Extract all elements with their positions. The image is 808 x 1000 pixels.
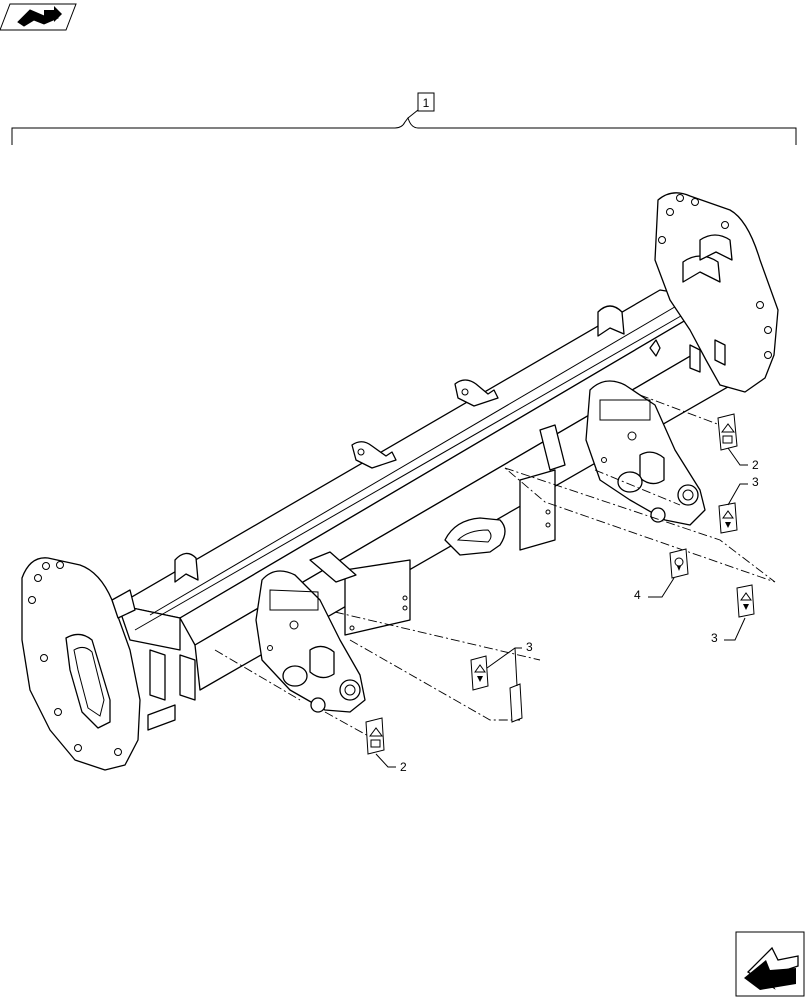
leader-lines (214, 394, 776, 739)
center-hitch (309, 424, 566, 636)
callout-3-lower-right[interactable]: 3 (711, 631, 718, 645)
decal-2-lower[interactable] (365, 717, 385, 755)
decal-3-lower-right[interactable] (736, 584, 755, 618)
left-end-plate (21, 557, 196, 771)
left-lift-bracket (255, 570, 366, 713)
callout-2-upper[interactable]: 2 (752, 458, 759, 472)
assembly-callout-box[interactable]: 1 (417, 92, 435, 112)
callout-4[interactable]: 4 (634, 588, 641, 602)
right-end-plate (654, 192, 779, 393)
beam-saddle-brackets (111, 305, 661, 619)
right-lift-bracket (585, 380, 706, 526)
callout-3-upper[interactable]: 3 (752, 475, 759, 489)
callout-3-lower-left[interactable]: 3 (526, 640, 533, 654)
assembly-callout-label: 1 (423, 96, 430, 110)
book-arrow-icon[interactable] (0, 3, 77, 31)
decal-3-upper[interactable] (718, 502, 738, 534)
assembly-bracket (11, 109, 797, 145)
previous-page-arrow-icon[interactable] (735, 931, 805, 997)
decal-3-lower-left[interactable] (470, 655, 523, 723)
callout-leaders (375, 447, 748, 768)
decal-4[interactable] (669, 548, 689, 579)
decal-2-upper[interactable] (717, 413, 738, 451)
callout-2-lower[interactable]: 2 (400, 760, 407, 774)
